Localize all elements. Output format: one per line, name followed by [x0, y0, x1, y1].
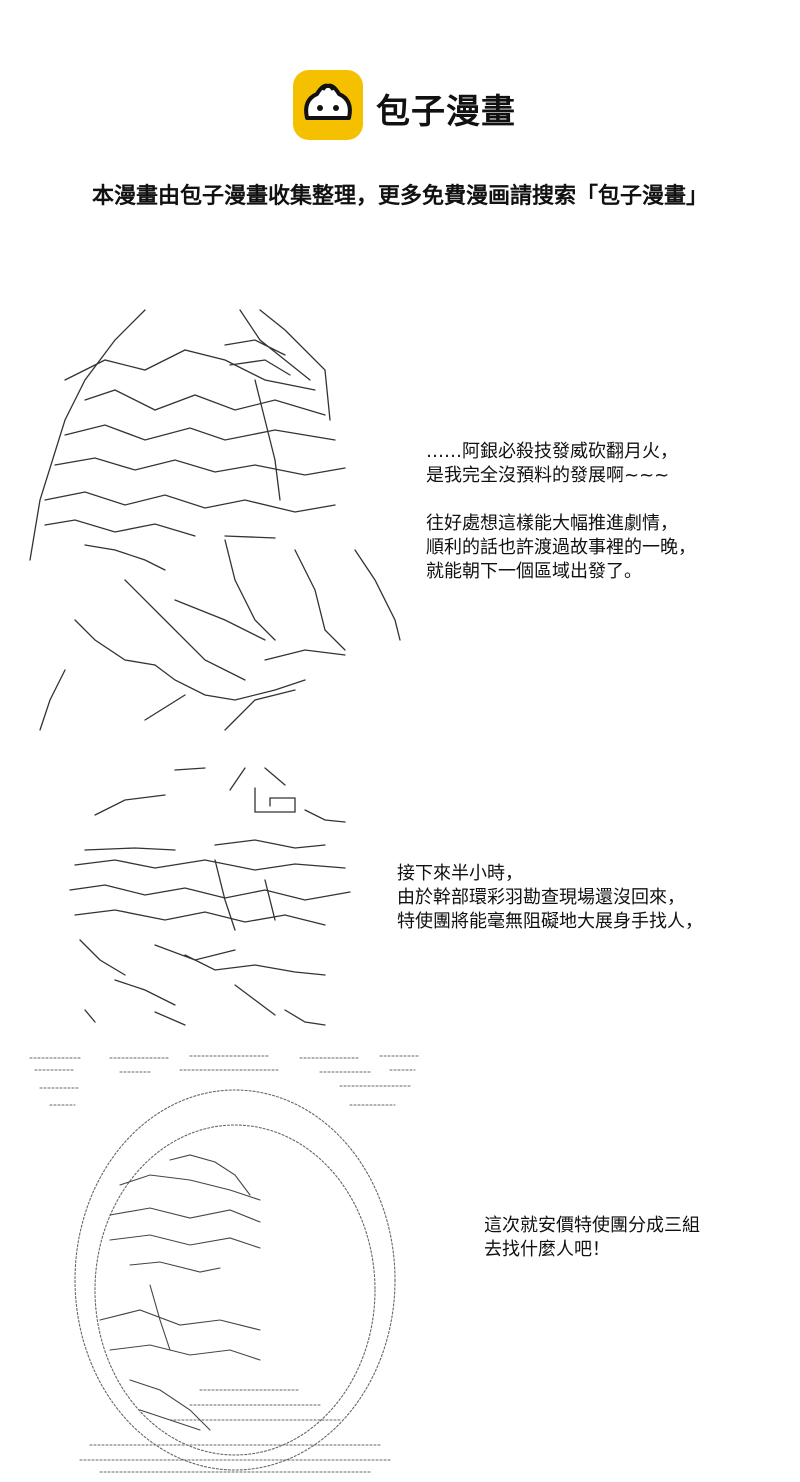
caption-line: ……阿銀必殺技發威砍翻月火， — [426, 441, 678, 462]
brand-name: 包子漫畫 — [376, 92, 516, 132]
caption-line: 去找什麼人吧！ — [484, 1239, 610, 1260]
caption-line: 接下來半小時， — [397, 863, 523, 884]
ascii-art-character-3 — [20, 1050, 440, 1480]
ascii-art-character-2 — [55, 760, 365, 1030]
caption-line: 特使團將能毫無阻礙地大展身手找人， — [397, 911, 703, 932]
caption-line: 這次就安價特使團分成三組 — [484, 1215, 700, 1236]
caption-line: 往好處想這樣能大幅推進劇情， — [426, 513, 678, 534]
bun-face-icon — [293, 70, 363, 140]
caption-line: 是我完全沒預料的發展啊~~~ — [426, 465, 670, 486]
site-header: 包子漫畫 — [0, 70, 800, 142]
caption-panel-1: ……阿銀必殺技發威砍翻月火， 是我完全沒預料的發展啊~~~ 往好處想這樣能大幅推… — [426, 440, 696, 584]
caption-line: 就能朝下一個區域出發了。 — [426, 561, 642, 582]
caption-line: 順利的話也許渡過故事裡的一晚， — [426, 537, 696, 558]
source-notice: 本漫畫由包子漫畫收集整理，更多免費漫画請搜索「包子漫畫」 — [91, 184, 708, 209]
caption-line: 由於幹部環彩羽勘查現場還沒回來， — [397, 887, 685, 908]
ascii-art-character-1 — [25, 300, 410, 740]
caption-panel-2: 接下來半小時， 由於幹部環彩羽勘查現場還沒回來， 特使團將能毫無阻礙地大展身手找… — [397, 862, 703, 934]
caption-panel-3: 這次就安價特使團分成三組 去找什麼人吧！ — [484, 1214, 700, 1262]
